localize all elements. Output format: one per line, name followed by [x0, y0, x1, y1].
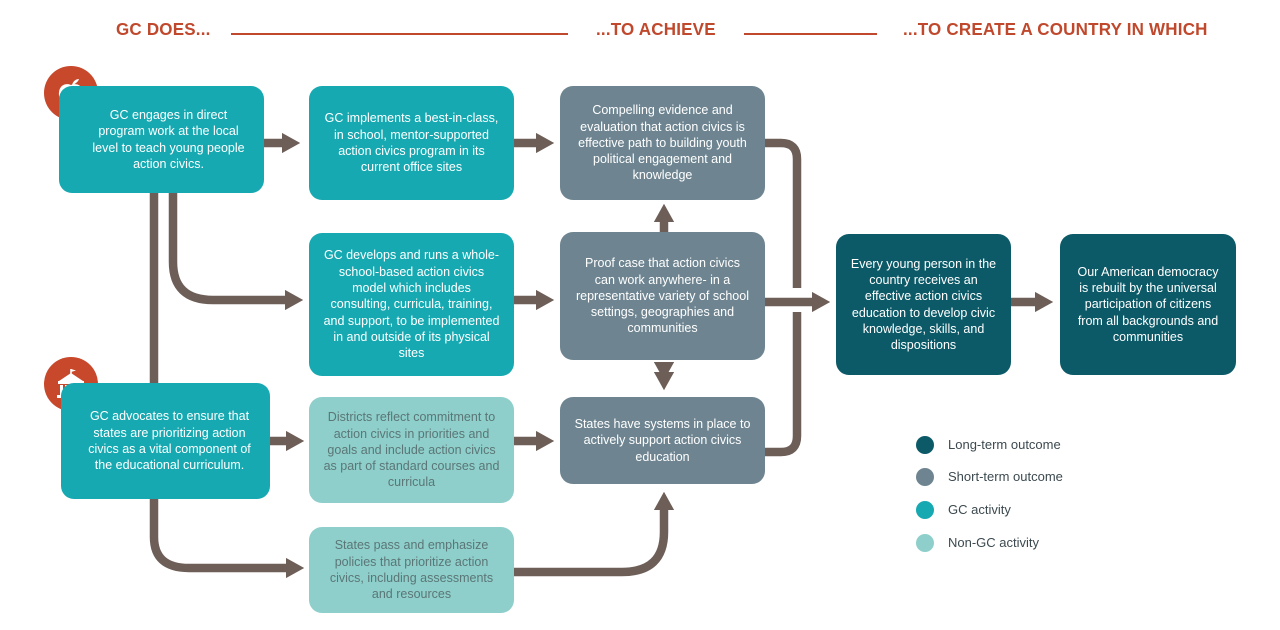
- node-text: GC develops and runs a whole-school-base…: [323, 248, 500, 361]
- node-state-systems: States have systems in place to actively…: [560, 397, 765, 484]
- legend-swatch: [916, 501, 934, 519]
- node-state-advocacy: GC advocates to ensure that states are p…: [61, 383, 270, 499]
- node-text: GC implements a best-in-class, in school…: [324, 111, 499, 175]
- node-text: States have systems in place to actively…: [574, 417, 751, 464]
- node-direct-program-work: GC engages in direct program work at the…: [59, 86, 264, 193]
- node-text: Our American democracy is rebuilt by the…: [1077, 264, 1219, 344]
- legend-label: Short-term outcome: [948, 469, 1063, 484]
- node-implements-program: GC implements a best-in-class, in school…: [309, 86, 514, 200]
- header-gc-does: GC DOES...: [116, 19, 211, 40]
- node-text: GC advocates to ensure that states are p…: [88, 409, 251, 473]
- node-text: Every young person in the country receiv…: [850, 256, 997, 353]
- node-text: Compelling evidence and evaluation that …: [578, 103, 747, 183]
- node-states-pass-policies: States pass and emphasize policies that …: [309, 527, 514, 613]
- node-districts-commitment: Districts reflect commitment to action c…: [309, 397, 514, 503]
- legend-label: Non-GC activity: [948, 535, 1040, 550]
- header-to-achieve: ...TO ACHIEVE: [596, 19, 716, 40]
- header-to-create: ...TO CREATE A COUNTRY IN WHICH: [903, 19, 1208, 40]
- header-divider: [744, 33, 877, 35]
- legend-swatch: [916, 436, 934, 454]
- legend-swatch: [916, 534, 934, 552]
- node-text: GC engages in direct program work at the…: [92, 107, 245, 171]
- node-every-young-person: Every young person in the country receiv…: [836, 234, 1011, 375]
- connector-systems-bracket: [765, 312, 802, 457]
- legend-swatch: [916, 468, 934, 486]
- node-text: Proof case that action civics can work a…: [575, 256, 749, 336]
- arrow-advocate-to-states-pass: [149, 499, 305, 579]
- arrow-direct-to-develops: [168, 193, 304, 311]
- node-text: States pass and emphasize policies that …: [329, 538, 494, 602]
- header-divider: [231, 33, 568, 35]
- node-compelling-evidence: Compelling evidence and evaluation that …: [560, 86, 765, 200]
- legend-label: Long-term outcome: [948, 437, 1061, 452]
- node-text: Districts reflect commitment to action c…: [323, 410, 500, 490]
- node-develops-model: GC develops and runs a whole-school-base…: [309, 233, 514, 376]
- legend-label: GC activity: [948, 502, 1011, 517]
- arrow-states-pass-to-systems: [514, 491, 675, 577]
- connector-evidence-bracket: [765, 138, 802, 288]
- node-american-democracy: Our American democracy is rebuilt by the…: [1060, 234, 1236, 375]
- node-proof-case: Proof case that action civics can work a…: [560, 232, 765, 360]
